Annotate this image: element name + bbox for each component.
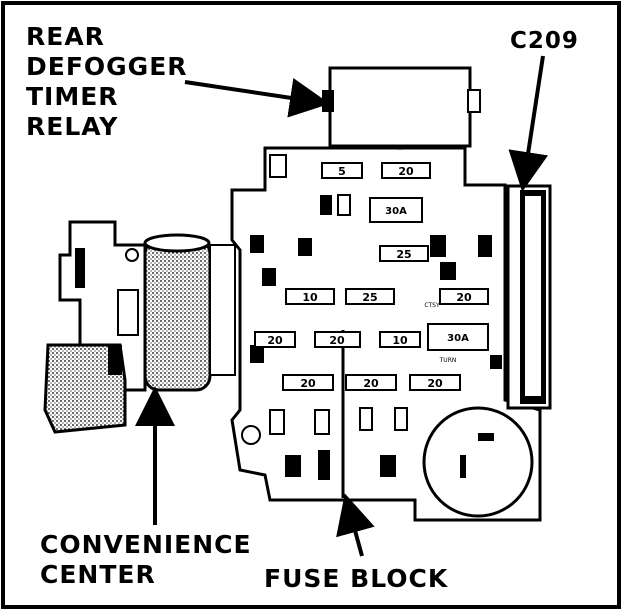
convenience-label-line: CONVENIENCE — [40, 530, 252, 559]
fuse-row4-3: 10 — [379, 331, 421, 348]
fuse-top-2: 20 — [381, 162, 431, 179]
convenience-label-line: CENTER — [40, 560, 156, 589]
fuse-label: 20 — [300, 377, 316, 390]
svg-text:CTSY: CTSY — [424, 302, 440, 309]
c209-arrow — [508, 55, 549, 192]
fuse-block-callout: FUSE BLOCK — [264, 564, 449, 593]
connector-callout: C209 — [510, 28, 579, 54]
fuse-label: 20 — [363, 377, 379, 390]
maxi-fuse-mid: 30A — [427, 323, 489, 351]
fuse-row3-3: 20 — [439, 288, 489, 305]
fuse-label: 10 — [302, 291, 318, 304]
relay-callout: REAR DEFOGGER TIMER RELAY — [26, 22, 188, 142]
fuse-row5-2: 20 — [345, 374, 397, 391]
svg-text:M: M — [397, 145, 402, 152]
c209-connector — [506, 184, 552, 410]
fuse-row3-1: 10 — [285, 288, 335, 305]
convenience-center — [43, 220, 236, 434]
fuse-row5-1: 20 — [282, 374, 334, 391]
fuse-row4-2: 20 — [314, 331, 361, 348]
fuse-row5-3: 20 — [409, 374, 461, 391]
fuse-row2-1: 25 — [379, 245, 429, 262]
fuse-label: 20 — [398, 165, 414, 178]
relay-label-line: DEFOGGER — [26, 52, 188, 81]
fuse-label: 5 — [338, 165, 346, 178]
fuse-label: 20 — [456, 291, 472, 304]
maxi-fuse-top: 30A — [369, 197, 423, 223]
fuse-label: 30A — [385, 206, 407, 217]
fuse-label: 20 — [329, 334, 345, 347]
fuse-label: 30A — [447, 333, 469, 344]
fuse-top-1: 5 — [321, 162, 363, 179]
fuse-label: 25 — [396, 248, 411, 261]
relay-arrow — [184, 78, 330, 118]
fuse-label: 20 — [267, 334, 283, 347]
svg-text:TURN: TURN — [439, 357, 457, 364]
fuse-label: 20 — [427, 377, 443, 390]
relay-label-line: TIMER — [26, 82, 119, 111]
relay-label-line: RELAY — [26, 112, 119, 141]
fuse-label: 25 — [362, 291, 377, 304]
rear-defogger-timer-relay — [322, 66, 481, 148]
fuse-row4-1: 20 — [254, 331, 296, 348]
fuse-label: 10 — [392, 334, 408, 347]
fuse-block-arrow — [336, 493, 375, 557]
convenience-callout: CONVENIENCE CENTER — [40, 530, 252, 590]
fuse-row3-2: 25 — [345, 288, 395, 305]
relay-label-line: REAR — [26, 22, 105, 51]
